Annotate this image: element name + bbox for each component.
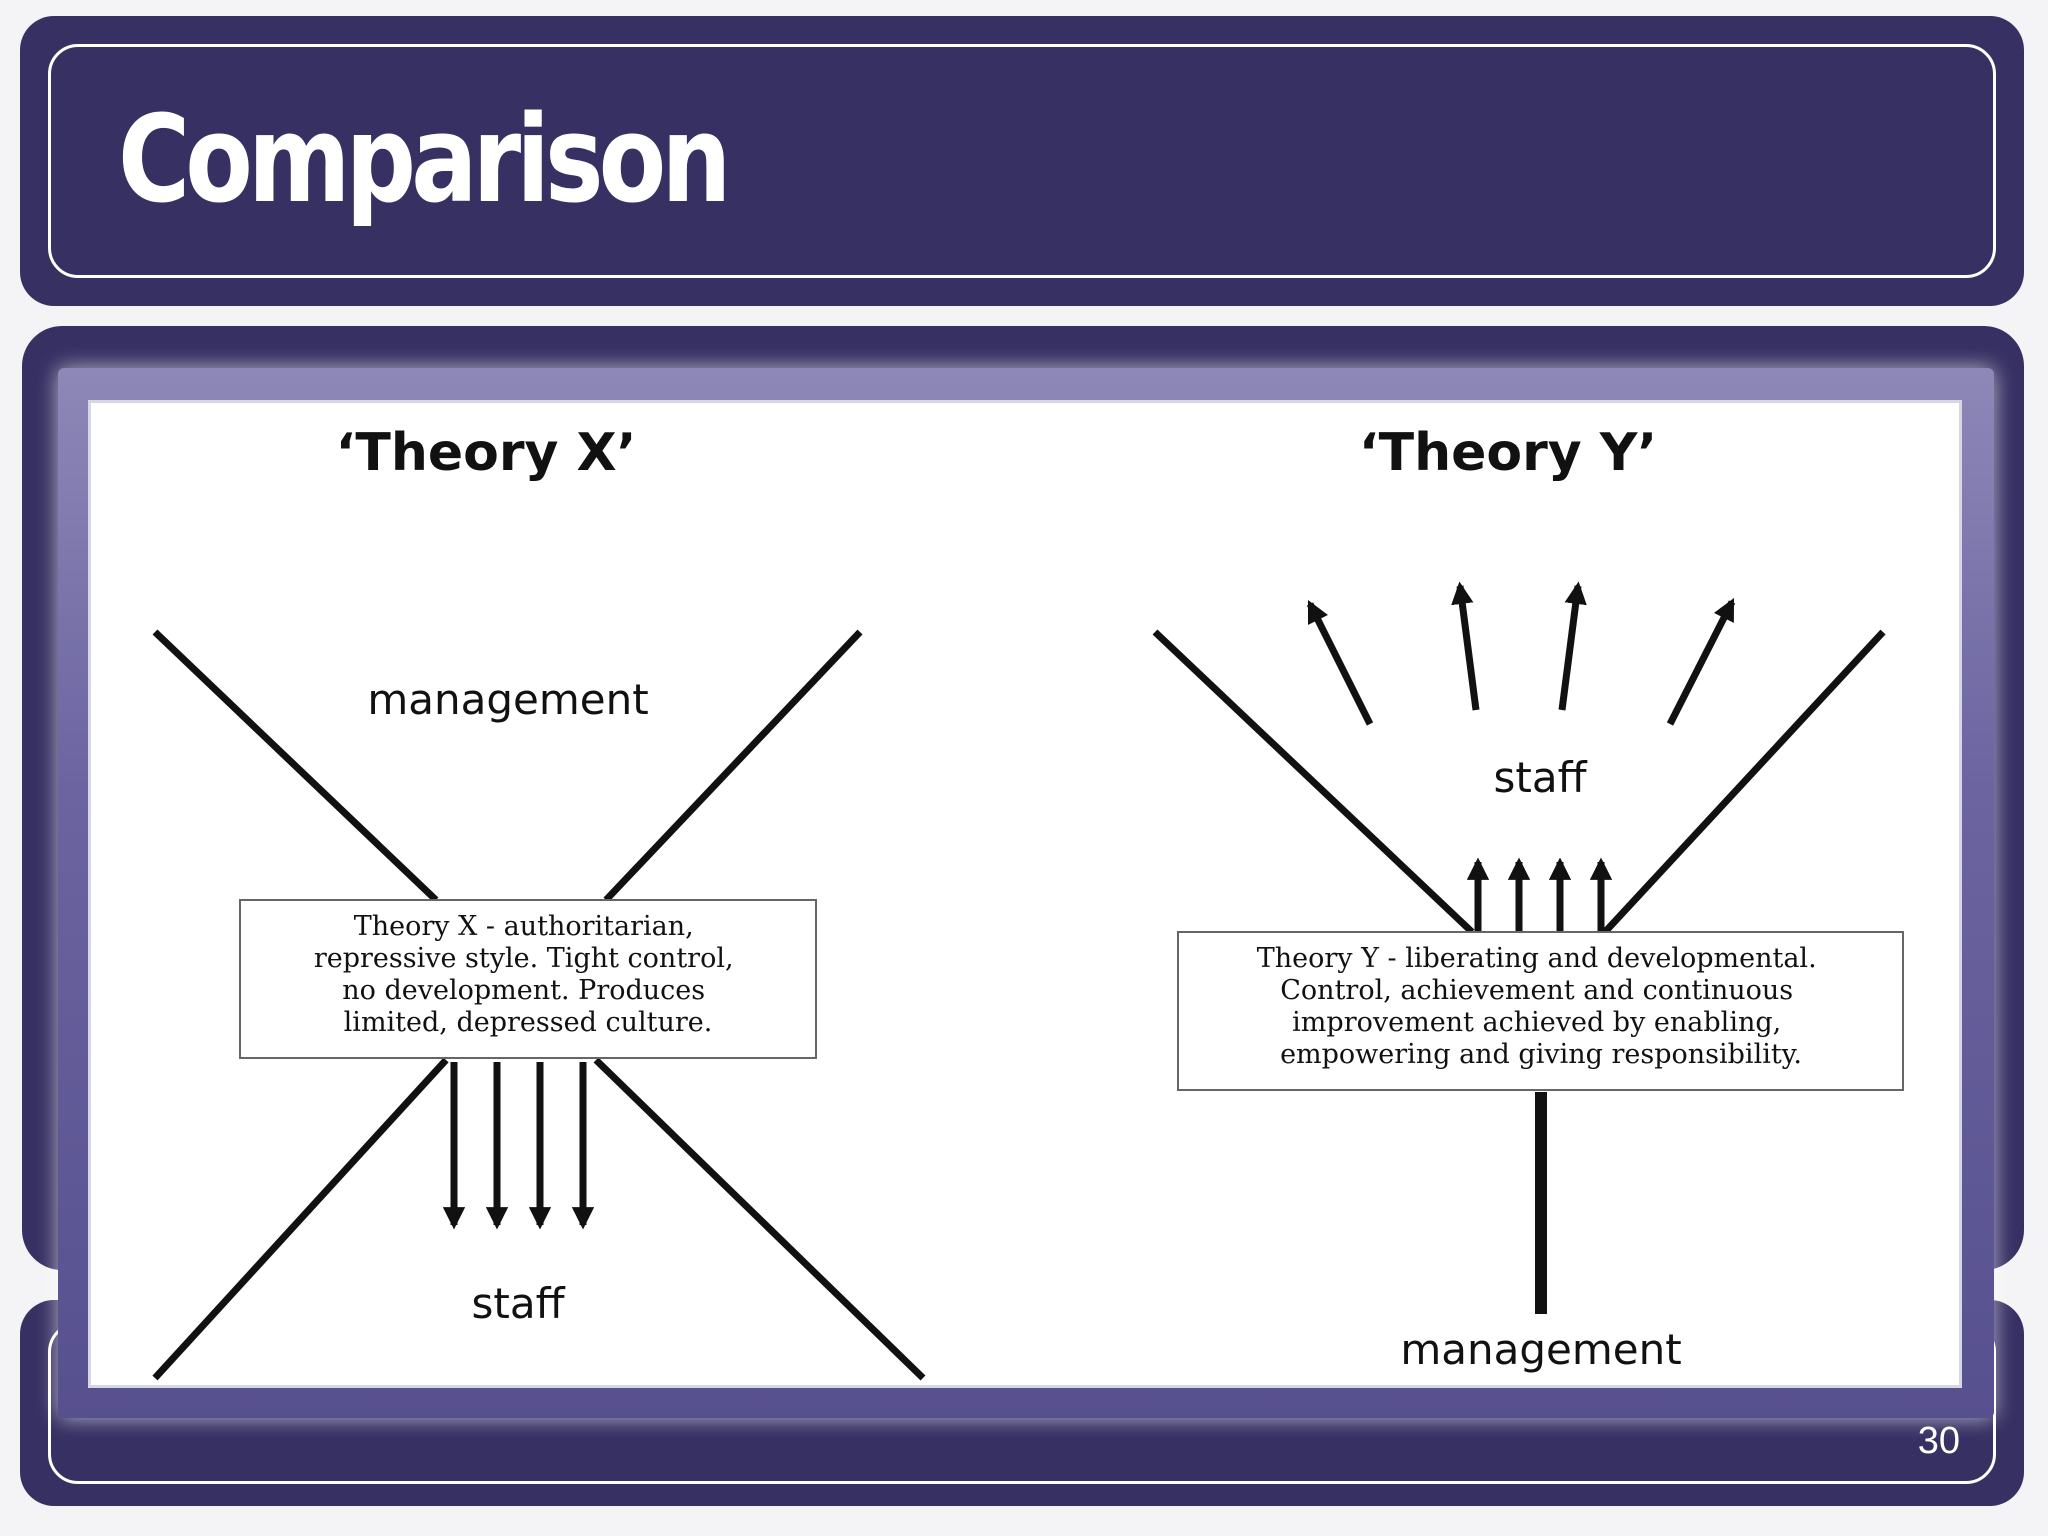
- theory-y-description: Theory Y - liberating and developmental.…: [1257, 943, 1826, 1070]
- theory-x-description-box: [239, 899, 817, 1059]
- up-arrow-icon: [1666, 598, 1736, 726]
- theory-y-right-line: [1602, 629, 1886, 935]
- diagram-image-background: [88, 400, 1962, 1388]
- theory-x-description-line: no development. Produces: [342, 975, 705, 1006]
- theory-x-description-line: Theory X - authoritarian,: [354, 911, 694, 942]
- theory-x-description: Theory X - authoritarian, repressive sty…: [314, 911, 742, 1038]
- theory-y-description-line: improvement achieved by enabling,: [1292, 1007, 1781, 1038]
- theory-y-left-line: [1152, 629, 1475, 935]
- theory-y-description-box: [1177, 931, 1904, 1091]
- theory-x-heading: ‘Theory X’: [336, 423, 637, 483]
- theory-y-outward-arrows: [1306, 581, 1736, 726]
- theory-x-diagram: ‘Theory X’ management Theory X - authori…: [152, 423, 926, 1381]
- theory-y-heading: ‘Theory Y’: [1359, 423, 1657, 483]
- page-number: 30: [1917, 1420, 1960, 1462]
- slide-title: Comparison: [118, 91, 731, 230]
- theory-y-description-line: Theory Y - liberating and developmental.: [1257, 943, 1817, 974]
- title-bar: [20, 16, 2024, 306]
- theory-x-downward-arrows: [442, 1062, 595, 1230]
- theory-x-lower-left-line: [152, 1057, 449, 1381]
- theory-y-management-label: management: [1400, 1325, 1681, 1374]
- up-arrow-icon: [1558, 581, 1587, 711]
- theory-y-upward-arrows: [1466, 857, 1613, 932]
- title-frame: [48, 44, 1996, 278]
- theory-y-description-line: empowering and giving responsibility.: [1280, 1039, 1802, 1070]
- up-arrow-icon: [1306, 599, 1374, 726]
- theory-y-description-line: Control, achievement and continuous: [1280, 975, 1793, 1006]
- theory-x-staff-label: staff: [471, 1279, 565, 1328]
- theory-x-description-line: repressive style. Tight control,: [314, 943, 734, 974]
- theory-y-diagram: ‘Theory Y’ staff Theory Y - liberating a…: [1152, 423, 1904, 1374]
- theory-x-description-line: limited, depressed culture.: [344, 1007, 713, 1038]
- theory-x-upper-left-line: [152, 629, 439, 903]
- theory-x-lower-right-line: [593, 1057, 926, 1381]
- theory-x-upper-right-line: [603, 629, 863, 903]
- theory-y-staff-label: staff: [1493, 753, 1587, 802]
- up-arrow-icon: [1451, 581, 1480, 711]
- theory-x-management-label: management: [367, 675, 648, 724]
